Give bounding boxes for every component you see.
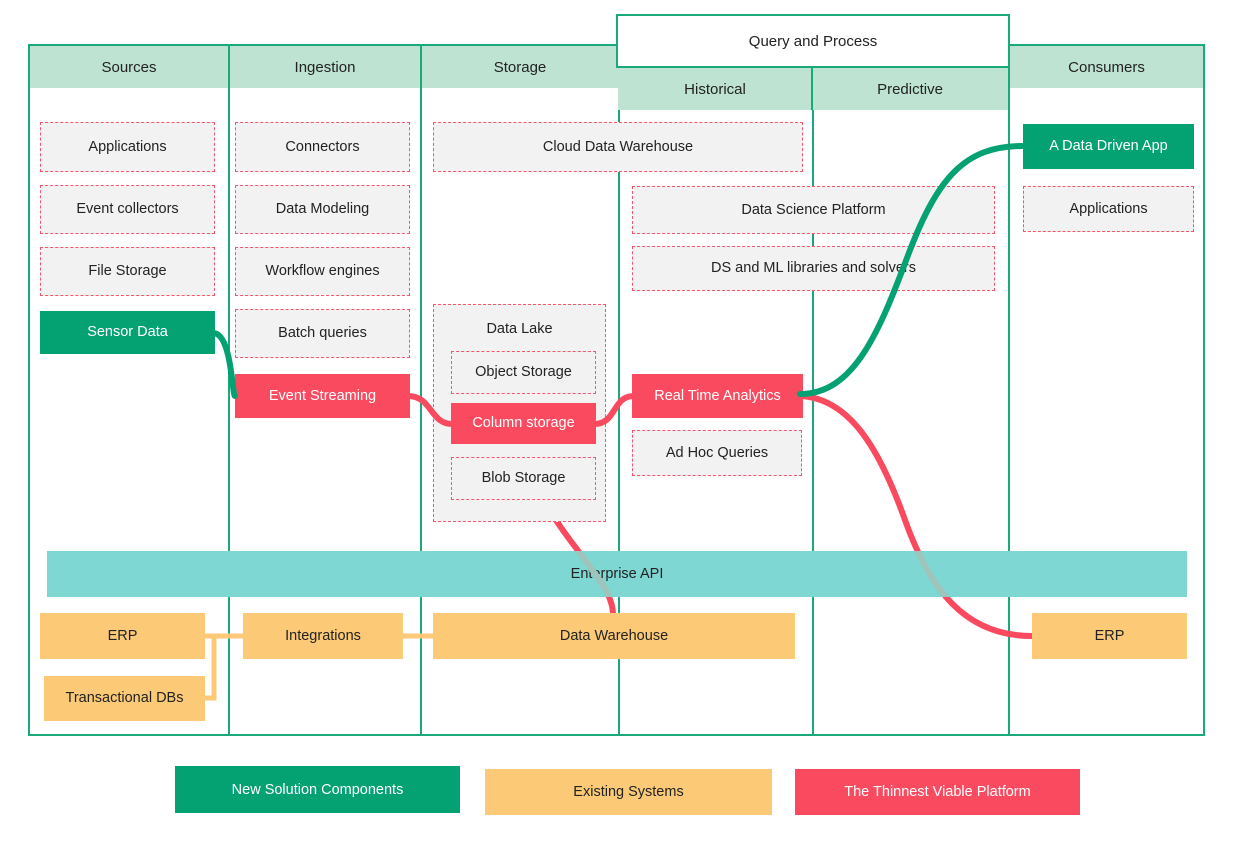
- group-header-query-and-process: Query and Process: [616, 14, 1010, 68]
- column-divider-3: [618, 44, 620, 736]
- column-header-label: Predictive: [877, 80, 943, 98]
- node-label: ERP: [1094, 627, 1125, 644]
- column-divider-5: [1008, 44, 1010, 736]
- node-label: File Storage: [88, 263, 167, 280]
- node-label: Applications: [88, 138, 167, 155]
- node-event-collectors[interactable]: Event collectors: [40, 185, 215, 234]
- node-data-warehouse[interactable]: Data Warehouse: [433, 613, 795, 659]
- node-integrations[interactable]: Integrations: [243, 613, 403, 659]
- node-cloud-data-warehouse[interactable]: Cloud Data Warehouse: [433, 122, 803, 172]
- legend-item-new-solution-components: New Solution Components: [175, 766, 460, 813]
- node-blob-storage[interactable]: Blob Storage: [451, 457, 596, 500]
- node-label: Ad Hoc Queries: [665, 444, 769, 461]
- node-data-modeling[interactable]: Data Modeling: [235, 185, 410, 234]
- node-label: Data Warehouse: [559, 627, 669, 644]
- column-divider-2: [420, 44, 422, 736]
- node-label: Event collectors: [76, 201, 179, 218]
- node-workflow-engines[interactable]: Workflow engines: [235, 247, 410, 296]
- node-object-storage[interactable]: Object Storage: [451, 351, 596, 394]
- group-header-label: Query and Process: [748, 32, 878, 50]
- column-header-storage: Storage: [422, 46, 618, 88]
- node-label: Transactional DBs: [65, 690, 184, 707]
- node-label: Applications: [1069, 200, 1148, 217]
- node-label: Workflow engines: [265, 263, 380, 280]
- column-header-sources: Sources: [30, 46, 228, 88]
- node-ds-ml-libraries[interactable]: DS and ML libraries and solvers: [632, 246, 995, 291]
- node-a-data-driven-app[interactable]: A Data Driven App: [1023, 124, 1194, 169]
- node-enterprise-api[interactable]: Enterprise API: [47, 551, 1187, 597]
- node-label: Data Science Platform: [741, 201, 886, 218]
- legend-label: New Solution Components: [231, 781, 404, 798]
- node-label: A Data Driven App: [1049, 138, 1168, 155]
- legend-label: Existing Systems: [573, 784, 684, 800]
- column-divider-1: [228, 44, 230, 736]
- node-applications-consumer[interactable]: Applications: [1023, 186, 1194, 232]
- node-label: Event Streaming: [268, 387, 377, 404]
- node-label: Data Modeling: [275, 201, 370, 218]
- node-batch-queries[interactable]: Batch queries: [235, 309, 410, 358]
- legend-label: The Thinnest Viable Platform: [844, 784, 1031, 800]
- node-label: Batch queries: [278, 325, 367, 342]
- column-header-label: Historical: [684, 80, 746, 98]
- node-label: Column storage: [472, 415, 575, 432]
- node-label: Blob Storage: [481, 470, 566, 487]
- node-event-streaming[interactable]: Event Streaming: [235, 374, 410, 418]
- node-sensor-data[interactable]: Sensor Data: [40, 311, 215, 354]
- node-connectors[interactable]: Connectors: [235, 122, 410, 172]
- node-file-storage[interactable]: File Storage: [40, 247, 215, 296]
- column-header-predictive: Predictive: [812, 68, 1008, 110]
- column-header-label: Sources: [101, 58, 157, 76]
- node-erp-right[interactable]: ERP: [1032, 613, 1187, 659]
- node-data-science-platform[interactable]: Data Science Platform: [632, 186, 995, 234]
- node-label: Object Storage: [475, 364, 572, 381]
- node-label: Cloud Data Warehouse: [542, 138, 694, 155]
- node-label: Real Time Analytics: [654, 387, 781, 404]
- legend-item-thinnest-viable-platform: The Thinnest Viable Platform: [795, 769, 1080, 815]
- node-column-storage[interactable]: Column storage: [451, 403, 596, 444]
- column-header-consumers: Consumers: [1010, 46, 1203, 88]
- node-ad-hoc-queries[interactable]: Ad Hoc Queries: [632, 430, 802, 476]
- legend-item-existing-systems: Existing Systems: [485, 769, 772, 815]
- column-header-label: Storage: [493, 58, 547, 76]
- column-header-ingestion: Ingestion: [230, 46, 420, 88]
- subcolumn-divider: [811, 68, 813, 110]
- node-label: Enterprise API: [570, 565, 664, 582]
- node-transactional-dbs[interactable]: Transactional DBs: [44, 676, 205, 721]
- node-label: Connectors: [285, 138, 360, 155]
- node-label: Sensor Data: [87, 324, 168, 341]
- node-label: Integrations: [285, 627, 361, 644]
- node-label: DS and ML libraries and solvers: [711, 260, 916, 277]
- node-applications-source[interactable]: Applications: [40, 122, 215, 172]
- column-divider-4: [812, 44, 814, 736]
- column-header-historical: Historical: [618, 68, 812, 110]
- node-label: ERP: [107, 627, 138, 644]
- node-label: Data Lake: [486, 321, 553, 337]
- column-header-label: Consumers: [1068, 58, 1145, 76]
- column-header-label: Ingestion: [294, 58, 356, 76]
- node-real-time-analytics[interactable]: Real Time Analytics: [632, 374, 803, 418]
- node-erp-left[interactable]: ERP: [40, 613, 205, 659]
